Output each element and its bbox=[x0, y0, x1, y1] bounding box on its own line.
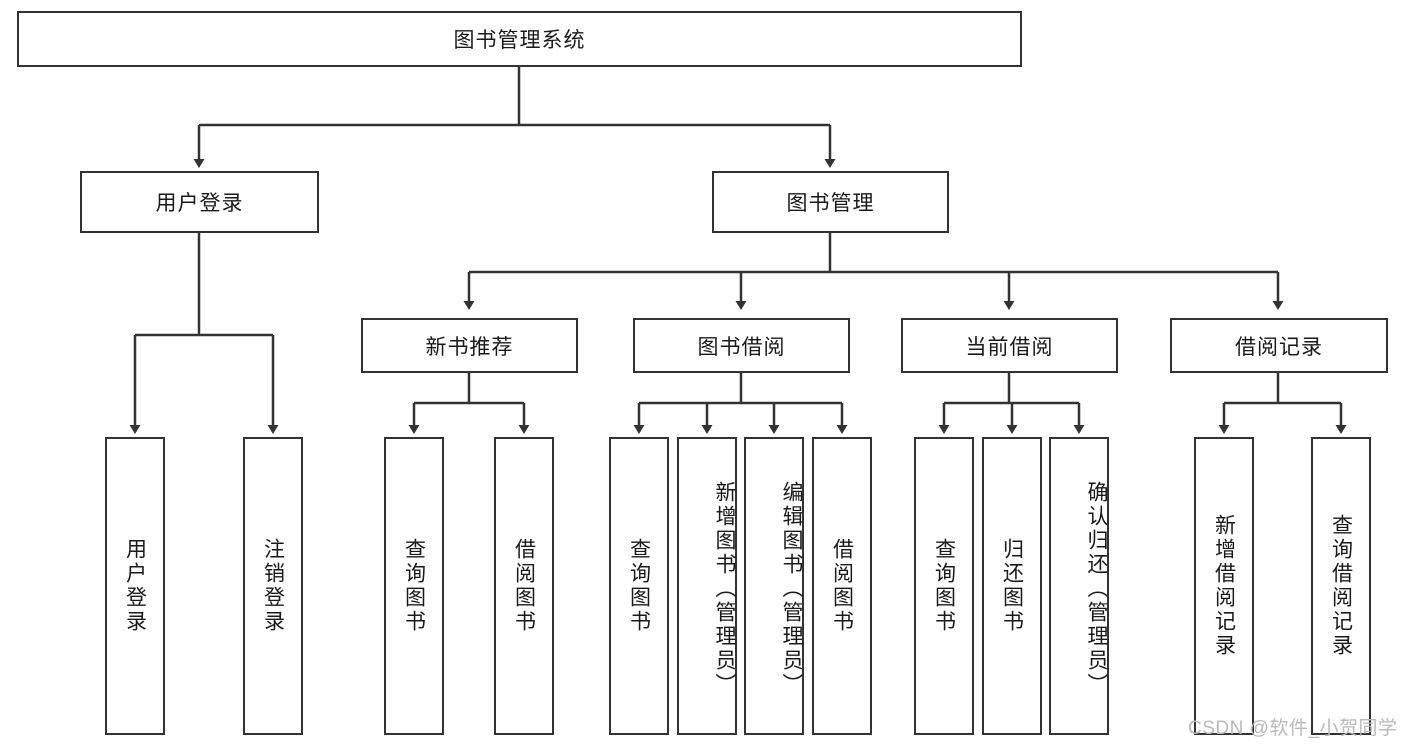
leaf-borrow-add-book[interactable]: 新增图书（管理员） bbox=[677, 437, 737, 735]
leaf-current-confirm-return[interactable]: 确认归还（管理员） bbox=[1049, 437, 1109, 735]
node-book-borrow[interactable]: 图书借阅 bbox=[633, 318, 850, 373]
leaf-borrow-edit-book[interactable]: 编辑图书（管理员） bbox=[744, 437, 804, 735]
leaf-user-login-signin[interactable]: 用户登录 bbox=[105, 437, 165, 735]
leaf-borrow-borrow-book-label: 借阅图书 bbox=[830, 538, 854, 634]
leaf-user-login-signout[interactable]: 注销登录 bbox=[243, 437, 303, 735]
leaf-borrow-edit-book-label: 编辑图书（管理员） bbox=[780, 481, 803, 697]
csdn-watermark: CSDN @软件_小贺同学 bbox=[1188, 718, 1398, 739]
leaf-record-query-record[interactable]: 查询借阅记录 bbox=[1311, 437, 1371, 735]
leaf-record-add-record-label: 新增借阅记录 bbox=[1212, 514, 1236, 658]
leaf-current-query-book[interactable]: 查询图书 bbox=[914, 437, 974, 735]
leaf-recommend-borrow-book-label: 借阅图书 bbox=[512, 538, 536, 634]
leaf-user-login-signin-label: 用户登录 bbox=[123, 538, 147, 634]
leaf-current-return-book-label: 归还图书 bbox=[1000, 538, 1024, 634]
node-root[interactable]: 图书管理系统 bbox=[17, 11, 1022, 67]
leaf-borrow-borrow-book[interactable]: 借阅图书 bbox=[812, 437, 872, 735]
node-book-management-label: 图书管理 bbox=[786, 192, 875, 215]
leaf-borrow-add-book-label: 新增图书（管理员） bbox=[713, 481, 736, 697]
node-root-label: 图书管理系统 bbox=[453, 29, 586, 52]
node-user-login-label: 用户登录 bbox=[155, 192, 244, 215]
leaf-recommend-query-book[interactable]: 查询图书 bbox=[384, 437, 444, 735]
node-current-borrow[interactable]: 当前借阅 bbox=[901, 318, 1118, 373]
leaf-record-add-record[interactable]: 新增借阅记录 bbox=[1194, 437, 1254, 735]
leaf-borrow-query-book[interactable]: 查询图书 bbox=[609, 437, 669, 735]
node-borrow-record-label: 借阅记录 bbox=[1235, 335, 1323, 359]
leaf-borrow-query-book-label: 查询图书 bbox=[627, 538, 651, 634]
node-new-book-recommend[interactable]: 新书推荐 bbox=[361, 318, 578, 373]
leaf-current-confirm-return-label: 确认归还（管理员） bbox=[1085, 481, 1108, 697]
node-book-borrow-label: 图书借阅 bbox=[697, 335, 786, 359]
leaf-record-query-record-label: 查询借阅记录 bbox=[1329, 514, 1353, 658]
leaf-recommend-borrow-book[interactable]: 借阅图书 bbox=[494, 437, 554, 735]
node-user-login[interactable]: 用户登录 bbox=[80, 171, 319, 233]
leaf-user-login-signout-label: 注销登录 bbox=[261, 538, 285, 634]
leaf-recommend-query-book-label: 查询图书 bbox=[402, 538, 426, 634]
node-new-book-recommend-label: 新书推荐 bbox=[425, 335, 514, 359]
leaf-current-return-book[interactable]: 归还图书 bbox=[982, 437, 1042, 735]
leaf-current-query-book-label: 查询图书 bbox=[932, 538, 956, 634]
node-current-borrow-label: 当前借阅 bbox=[965, 335, 1054, 359]
node-borrow-record[interactable]: 借阅记录 bbox=[1170, 318, 1388, 373]
node-book-management[interactable]: 图书管理 bbox=[712, 171, 949, 233]
